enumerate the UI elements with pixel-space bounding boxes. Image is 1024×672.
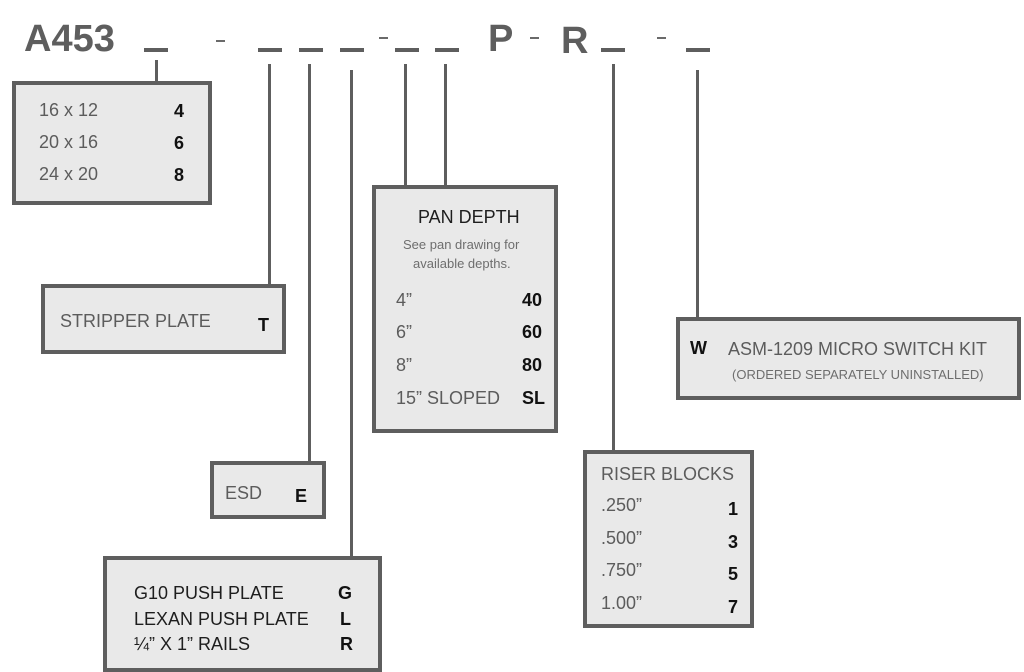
option-label: 1.00” [601,593,643,613]
option-code: E [295,486,308,506]
pan-leader-line-1 [404,64,407,187]
option-label: .750” [601,560,643,580]
option-code: W [690,338,707,358]
option-label: 24 x 20 [39,164,99,184]
option-label: 4” [396,290,413,310]
part-prefix: A453 [24,18,115,60]
esd-leader-line [308,64,311,462]
riser-blocks-box: RISER BLOCKS .250” 1 .500” 3 .750” 5 1.0… [583,450,754,628]
option-code: 3 [728,532,739,552]
switch-leader-line [696,70,699,318]
pan-depth-box: PAN DEPTH See pan drawing for available … [372,185,558,433]
box-title: PAN DEPTH [418,207,520,227]
option-label: LEXAN PUSH PLATE [134,609,309,629]
option-code: 40 [522,290,543,310]
option-code: SL [522,388,546,408]
option-label: 20 x 16 [39,132,99,152]
option-code: 1 [728,499,739,519]
switch-blank [686,48,710,52]
option-label: 15” SLOPED [396,388,501,408]
option-label: ESD [225,483,263,503]
separator-dash [530,37,539,39]
option-code: 5 [728,564,739,584]
box-title: RISER BLOCKS [601,464,735,484]
push-blank [340,48,364,52]
esd-box: ESD E [210,461,326,519]
pan-depth-blank-1 [395,48,419,52]
option-label: 6” [396,322,413,342]
option-code: 60 [522,322,543,342]
push-leader-line [350,70,353,558]
push-plate-box: G10 PUSH PLATE G LEXAN PUSH PLATE L ¼” X… [103,556,382,672]
option-label: ASM-1209 MICRO SWITCH KIT [728,339,988,359]
stripper-plate-box: STRIPPER PLATE T [41,284,286,354]
stripper-blank [258,48,282,52]
box-note: See pan drawing for [403,237,520,252]
option-code: 6 [174,133,185,153]
stripper-leader-line [268,64,271,286]
option-code: R [340,634,353,654]
option-code: L [340,609,351,629]
box-note: available depths. [413,256,511,271]
option-label: .500” [601,528,643,548]
code-letter-p: P [488,18,514,60]
separator-dash [216,40,225,42]
option-code: G [338,583,353,603]
option-note: (ORDERED SEPARATELY UNINSTALLED) [732,367,984,382]
option-label: G10 PUSH PLATE [134,583,284,603]
riser-leader-line [612,64,615,451]
option-code: 8 [174,165,185,185]
option-label: 16 x 12 [39,100,99,120]
code-letter-r: R [561,20,589,62]
micro-switch-box: W ASM-1209 MICRO SWITCH KIT (ORDERED SEP… [676,317,1021,400]
separator-dash [379,37,388,39]
option-label: ¼” X 1” RAILS [134,634,251,654]
option-label: STRIPPER PLATE [60,311,211,331]
option-code: 4 [174,101,185,121]
option-code: 80 [522,355,543,375]
pan-depth-blank-2 [435,48,459,52]
size-leader-line [155,60,158,82]
option-code: T [258,315,269,335]
esd-blank [299,48,323,52]
pan-leader-line-2 [444,64,447,187]
option-code: 7 [728,597,739,617]
size-options-box: 16 x 12 4 20 x 16 6 24 x 20 8 [12,81,212,205]
size-blank [144,48,168,52]
separator-dash [657,37,666,39]
option-label: 8” [396,355,413,375]
riser-blank [601,48,625,52]
option-label: .250” [601,495,643,515]
